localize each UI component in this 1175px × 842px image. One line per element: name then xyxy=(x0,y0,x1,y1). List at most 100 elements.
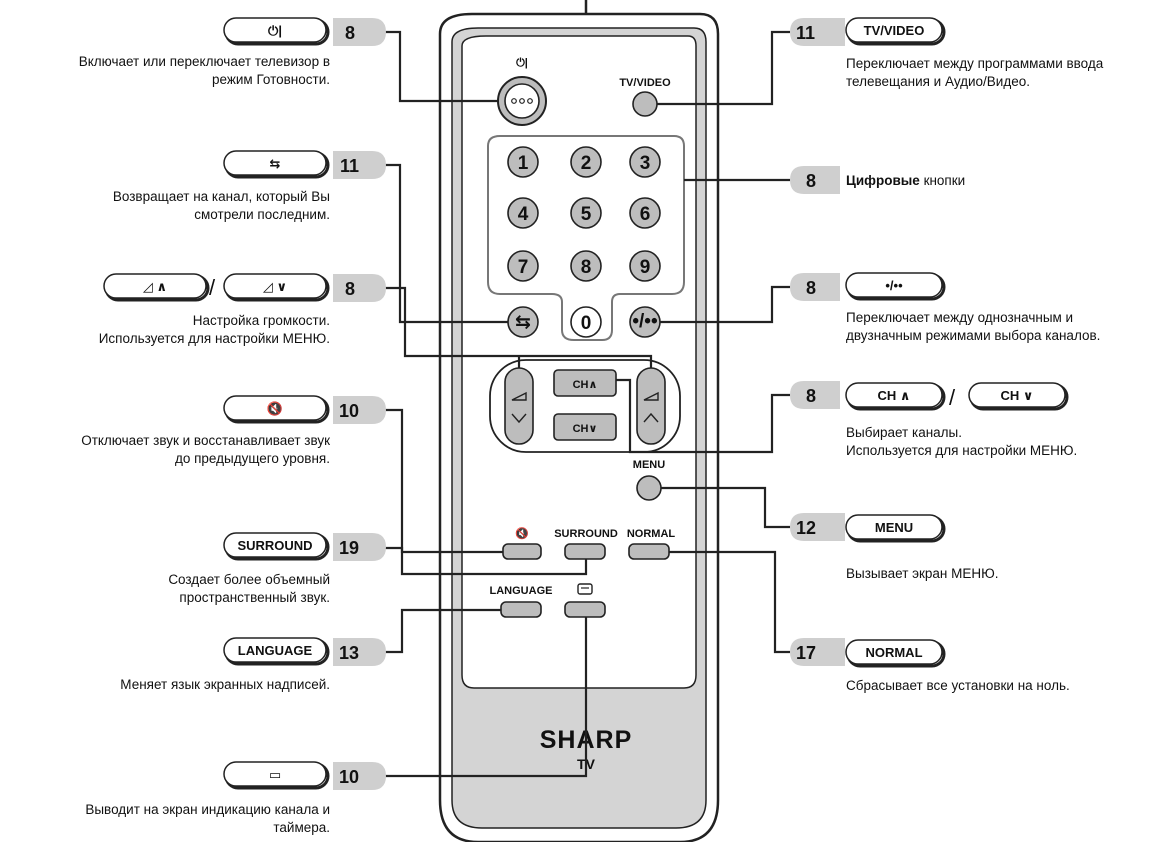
digit-button-5[interactable]: 5 xyxy=(570,197,602,229)
digit-button-2[interactable]: 2 xyxy=(570,146,602,178)
surround-button[interactable] xyxy=(564,543,606,560)
mute-icon: 🔇 xyxy=(267,401,283,416)
digits-description: Цифровые кнопки xyxy=(846,173,965,188)
callout-channel: 8 CH ∧ / CH ∨ Выбирает каналы. Используе… xyxy=(790,381,1077,458)
chevron-down-icon xyxy=(511,413,527,424)
page-badge xyxy=(333,18,386,46)
display-icon: ▭ xyxy=(269,767,281,782)
normal-button[interactable] xyxy=(628,543,670,560)
callout-normal: 17 NORMAL Сбрасывает все установки на но… xyxy=(790,638,1070,693)
page-badge xyxy=(790,166,840,194)
description-line: Включает или переключает телевизор в xyxy=(79,54,330,69)
channel-down-pill xyxy=(968,382,1066,408)
menu-label: MENU xyxy=(633,459,665,471)
page-number: 13 xyxy=(339,643,359,663)
page-number: 8 xyxy=(806,386,816,406)
language-pill xyxy=(223,637,327,663)
volume-up-button[interactable] xyxy=(636,367,666,445)
digit-label: 3 xyxy=(640,153,651,174)
page-number: 8 xyxy=(806,171,816,191)
digit-label: 8 xyxy=(581,257,592,278)
digit-button-0[interactable]: 0 xyxy=(570,306,602,338)
channel-up-pill-label: CH ∧ xyxy=(878,388,911,403)
digit-button-7[interactable]: 7 xyxy=(507,250,539,282)
volume-down-pill xyxy=(223,273,327,299)
digit-label: 0 xyxy=(581,313,592,334)
tv-video-pill xyxy=(845,17,943,43)
volume-down-button[interactable] xyxy=(504,367,534,445)
tv-video-label: TV/VIDEO xyxy=(619,77,671,89)
mute-button[interactable] xyxy=(502,543,542,560)
description-line: Переключает между программами ввода xyxy=(846,56,1104,71)
surround-pill xyxy=(223,532,327,558)
description-line: Используется для настройки МЕНЮ. xyxy=(99,331,330,346)
digit-mode-icon: •/•• xyxy=(632,311,658,332)
channel-down-pill-label: CH ∨ xyxy=(1001,388,1034,403)
power-button[interactable] xyxy=(497,76,547,126)
menu-button[interactable] xyxy=(636,475,662,501)
digit-label: 6 xyxy=(640,204,651,225)
page-badge xyxy=(333,638,386,666)
digits-description-bold: Цифровые xyxy=(846,173,920,188)
digit-label: 4 xyxy=(518,204,529,225)
digit-label: 5 xyxy=(581,204,592,225)
channel-down-button[interactable]: CH∨ xyxy=(553,413,617,441)
callout-flashback: ⇆ 11 Возвращает на канал, который Вы смо… xyxy=(113,150,386,222)
vol-ch-frame xyxy=(489,359,681,453)
digit-button-3[interactable]: 3 xyxy=(629,146,661,178)
menu-pill-label: MENU xyxy=(875,520,913,535)
description-line: Настройка громкости. xyxy=(193,313,330,328)
volume-icon xyxy=(511,391,527,401)
flashback-button[interactable]: ⇆ xyxy=(507,306,539,338)
digits-description-rest: кнопки xyxy=(920,173,965,188)
display-button[interactable] xyxy=(564,601,606,618)
page-number: 11 xyxy=(340,156,359,176)
display-icon xyxy=(577,583,593,595)
channel-up-pill xyxy=(845,382,943,408)
language-label: LANGUAGE xyxy=(490,585,553,597)
surround-pill-label: SURROUND xyxy=(237,538,312,553)
description-line: таймера. xyxy=(273,820,330,835)
description-line: Возвращает на канал, который Вы xyxy=(113,189,330,204)
page-number: 12 xyxy=(796,518,816,538)
digit-button-1[interactable]: 1 xyxy=(507,146,539,178)
channel-up-button[interactable]: CH∧ xyxy=(553,369,617,397)
callout-tv-video: 11 TV/VIDEO Переключает между программам… xyxy=(790,17,1104,89)
language-button[interactable] xyxy=(500,601,542,618)
page-number: 8 xyxy=(345,279,355,299)
channel-down-label: CH∨ xyxy=(573,423,598,435)
language-pill-label: LANGUAGE xyxy=(238,643,313,658)
page-badge xyxy=(333,151,386,179)
menu-pill xyxy=(845,514,943,540)
description-line: Выводит на экран индикацию канала и xyxy=(85,802,330,817)
tv-video-button[interactable] xyxy=(632,91,658,117)
page-badge xyxy=(333,762,386,790)
volume-down-pill-label: ◿ ∨ xyxy=(263,279,287,294)
description-line: Вызывает экран МЕНЮ. xyxy=(846,566,999,581)
power-pill-label: ⏻| xyxy=(268,23,282,38)
flashback-pill xyxy=(223,150,327,176)
mute-pill xyxy=(223,395,327,421)
volume-up-pill xyxy=(103,273,207,299)
volume-icon xyxy=(643,391,659,401)
description-line: Выбирает каналы. xyxy=(846,425,962,440)
digit-mode-button[interactable]: •/•• xyxy=(629,306,661,338)
page-badge xyxy=(790,513,845,541)
callout-digit-mode: 8 •/•• Переключает между однозначным и д… xyxy=(790,272,1100,343)
description-line: Отключает звук и восстанавливает звук xyxy=(81,433,330,448)
callout-display: ▭ 10 Выводит на экран индикацию канала и… xyxy=(85,761,386,835)
flashback-icon: ⇆ xyxy=(515,312,531,333)
digit-button-6[interactable]: 6 xyxy=(629,197,661,229)
digit-button-9[interactable]: 9 xyxy=(629,250,661,282)
page-number: 10 xyxy=(339,401,359,421)
page-number: 10 xyxy=(339,767,359,787)
digit-label: 7 xyxy=(518,257,529,278)
digit-button-8[interactable]: 8 xyxy=(570,250,602,282)
page-badge xyxy=(333,396,386,424)
description-line: Сбрасывает все установки на ноль. xyxy=(846,678,1070,693)
power-pill xyxy=(223,17,327,43)
page-badge xyxy=(333,274,386,302)
digit-button-4[interactable]: 4 xyxy=(507,197,539,229)
description-line: Создает более объемный xyxy=(168,572,330,587)
